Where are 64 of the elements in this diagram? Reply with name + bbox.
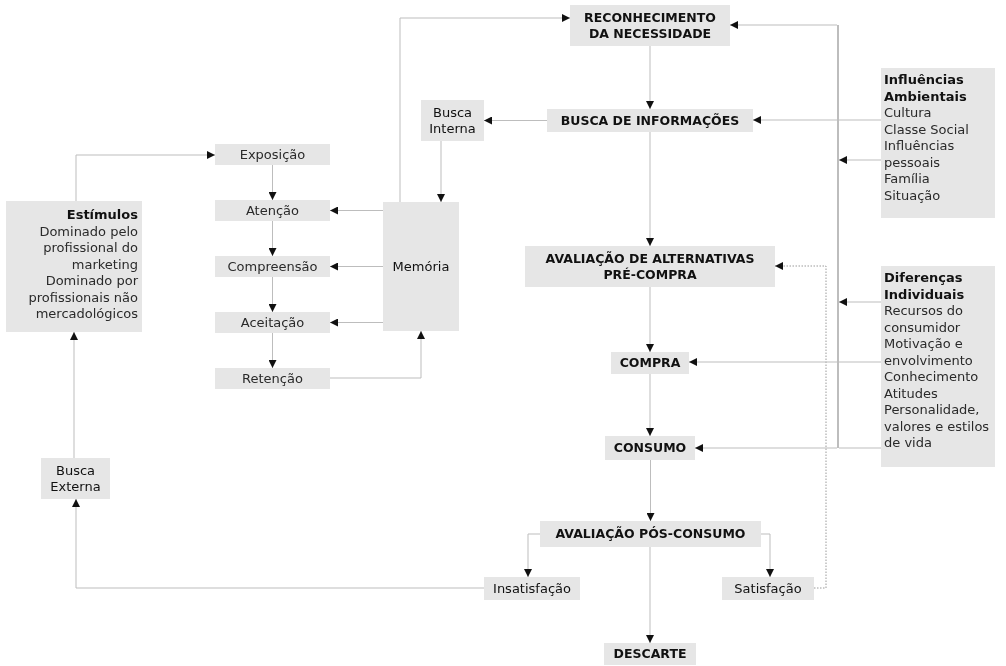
stimulus-panel bbox=[6, 201, 142, 332]
difference-panel bbox=[881, 266, 995, 467]
search-box: Busca Interna bbox=[421, 100, 484, 141]
arrow bbox=[646, 286, 654, 353]
list-item: Motivação e envolvimento bbox=[884, 336, 974, 369]
arrow bbox=[646, 131, 654, 247]
arrow bbox=[838, 156, 882, 164]
arrow bbox=[399, 14, 571, 203]
list-item: Influências pessoais bbox=[884, 138, 956, 171]
arrow bbox=[752, 116, 838, 124]
outcome-box: Insatisfação bbox=[484, 577, 580, 600]
arrow bbox=[75, 151, 216, 202]
step-box: Aceitação bbox=[215, 312, 330, 333]
arrow bbox=[688, 358, 838, 366]
arrow bbox=[268, 220, 277, 257]
stage-box: RECONHECIMENTO DA NECESSIDADE bbox=[570, 5, 730, 46]
list-item: Atitudes bbox=[884, 385, 939, 402]
list-item: Personalidade, valores e estilos de vida bbox=[884, 402, 991, 452]
stage-box: BUSCA DE INFORMAÇÕES bbox=[547, 109, 753, 132]
arrow bbox=[329, 262, 384, 271]
arrow bbox=[70, 331, 78, 459]
list-item: Situação bbox=[884, 187, 942, 204]
arrow bbox=[646, 373, 654, 437]
arrow bbox=[437, 140, 445, 203]
arrow bbox=[646, 546, 654, 644]
step-box: Retenção bbox=[215, 368, 330, 389]
list-item: Cultura bbox=[884, 105, 933, 122]
dotted-arrow bbox=[774, 262, 827, 589]
step-box: Compreensão bbox=[215, 256, 330, 277]
arrow bbox=[524, 533, 541, 578]
step-box: Atenção bbox=[215, 200, 330, 221]
stage-box: CONSUMO bbox=[605, 436, 695, 460]
arrow bbox=[329, 318, 384, 327]
list-item: Família bbox=[884, 171, 931, 188]
panel-heading: Diferenças Individuais bbox=[884, 270, 966, 303]
memory-box: Memória bbox=[383, 202, 459, 331]
panel-heading: Estímulos bbox=[65, 207, 138, 224]
arrow bbox=[646, 459, 655, 522]
stage-box: DESCARTE bbox=[604, 643, 696, 665]
search-box: Busca Externa bbox=[41, 458, 110, 499]
arrow bbox=[329, 206, 384, 215]
arrow bbox=[329, 330, 425, 379]
arrow bbox=[268, 276, 277, 313]
step-box: Exposição bbox=[215, 144, 330, 165]
stage-box: AVALIAÇÃO DE ALTERNATIVAS PRÉ-COMPRA bbox=[525, 246, 775, 287]
influence-panel bbox=[881, 68, 995, 218]
arrow bbox=[694, 444, 838, 452]
arrow bbox=[838, 298, 882, 306]
arrow bbox=[729, 21, 838, 29]
outcome-box: Satisfação bbox=[722, 577, 814, 600]
arrow bbox=[268, 164, 277, 201]
stage-box: AVALIAÇÃO PÓS-CONSUMO bbox=[540, 521, 761, 547]
list-item: Classe Social bbox=[884, 121, 970, 138]
panel-heading: Influências Ambientais bbox=[884, 72, 968, 105]
arrow bbox=[646, 45, 654, 110]
list-item: Dominado por profissionais não mercadológicos bbox=[27, 273, 138, 323]
arrow bbox=[760, 533, 774, 578]
arrow bbox=[483, 116, 548, 125]
list-item: Dominado pelo profissional do marketing bbox=[38, 223, 138, 273]
list-item: Recursos do consumidor bbox=[884, 303, 964, 336]
arrow bbox=[72, 498, 485, 589]
stage-box: COMPRA bbox=[611, 352, 689, 374]
list-item: Conhecimento bbox=[884, 369, 980, 386]
arrow bbox=[268, 332, 277, 369]
